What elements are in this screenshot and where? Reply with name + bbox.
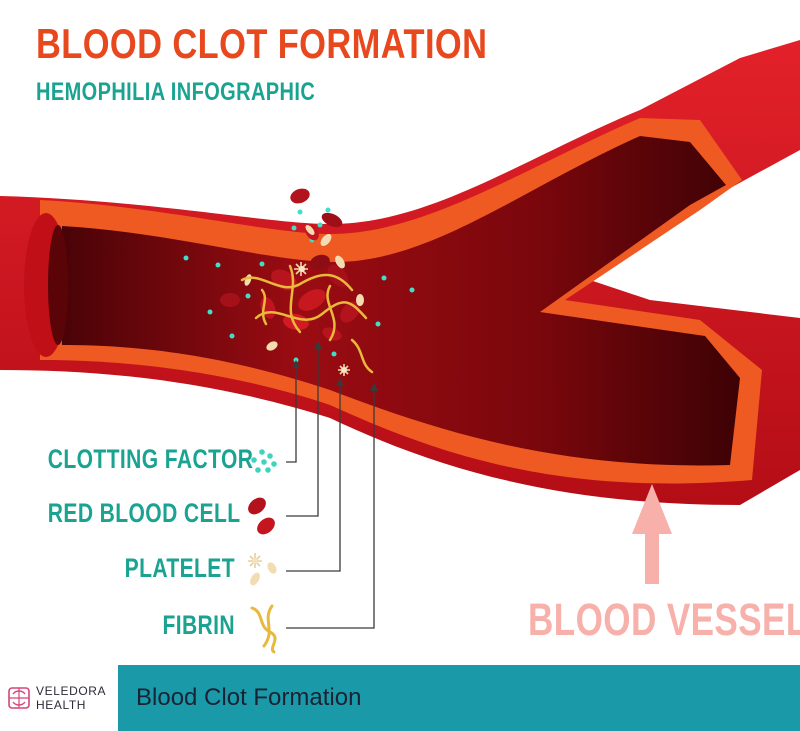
- footer-title-bar: Blood Clot Formation: [118, 665, 800, 731]
- footer-title: Blood Clot Formation: [136, 684, 362, 711]
- blood-vessel-illustration: [0, 40, 800, 654]
- pointer-lines: [286, 346, 375, 629]
- vessel-lumen: [62, 136, 740, 466]
- brand-logo: VELEDORA HEALTH: [0, 665, 118, 731]
- brand-name: VELEDORA HEALTH: [36, 684, 106, 712]
- platelet-icon: [248, 553, 277, 586]
- vessel-pointer-arrow: [632, 484, 672, 584]
- legend-label-clotting-factor: CLOTTING FACTOR: [47, 444, 254, 474]
- fibrin-icon: [250, 604, 277, 654]
- page-title: BLOOD CLOT FORMATION: [36, 20, 488, 67]
- clotting-factor-icon: [251, 449, 277, 473]
- red-blood-cell-icon: [248, 497, 275, 535]
- legend-label-platelet: PLATELET: [124, 553, 235, 583]
- blood-clot: [220, 188, 374, 376]
- logo-icon: [8, 687, 30, 709]
- legend-label-red-blood-cell: RED BLOOD CELL: [47, 498, 241, 528]
- footer: VELEDORA HEALTH Blood Clot Formation: [0, 665, 800, 731]
- brand-line2: HEALTH: [36, 698, 87, 712]
- page-subtitle: HEMOPHILIA INFOGRAPHIC: [36, 78, 316, 106]
- vessel-opening-left-inner: [48, 225, 68, 345]
- legend-label-fibrin: FIBRIN: [162, 610, 235, 640]
- pointer-arrowheads: [292, 341, 378, 391]
- brand-line1: VELEDORA: [36, 684, 107, 698]
- clotting-factor-particles: [183, 207, 415, 363]
- blood-vessel-label: BLOOD VESSEL: [528, 594, 800, 645]
